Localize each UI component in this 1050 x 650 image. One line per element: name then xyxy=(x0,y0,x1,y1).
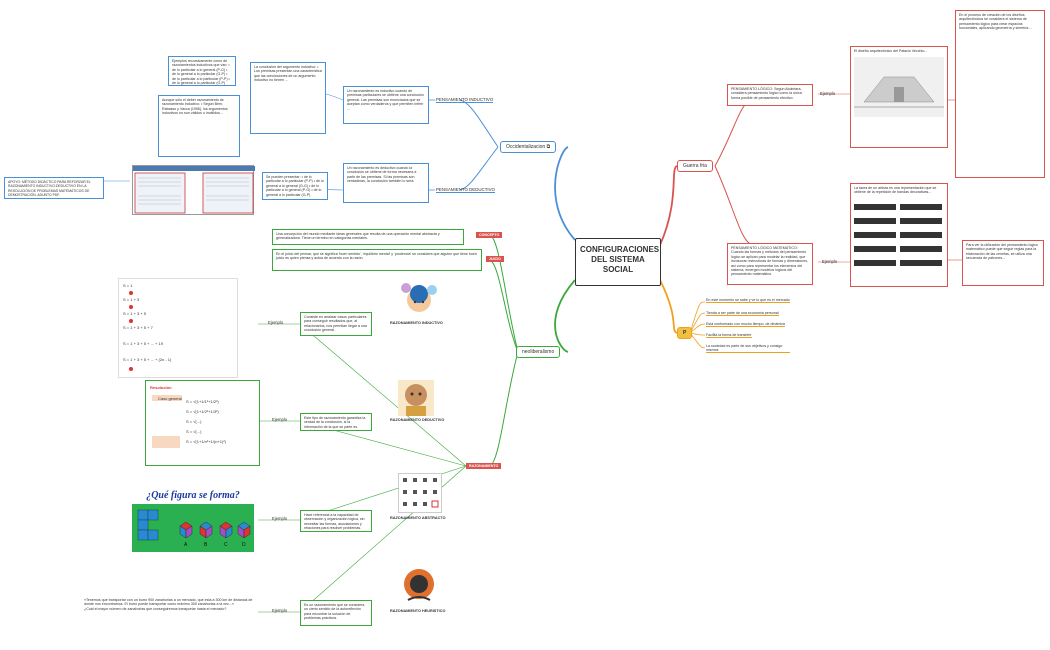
pensamiento-matematico-box[interactable]: PENSAMIENTO LÓGICO MATEMÁTICO: Cuando la… xyxy=(727,243,813,285)
svg-text:S = 1 + 3 + 5 + ... + (2n - 1): S = 1 + 3 + 5 + ... + (2n - 1) xyxy=(123,357,172,362)
svg-text:S = 1 + 3 + 5: S = 1 + 3 + 5 xyxy=(123,311,147,316)
inductivo-text-box[interactable]: Consiste en analizar casos particulares … xyxy=(300,312,372,336)
tag-juicio[interactable]: JUICIO xyxy=(486,256,504,262)
ejemplo-deductivo-label: Ejemplo xyxy=(272,417,288,422)
concepto-box[interactable]: Una concepción del mundo mediante ideas … xyxy=(272,229,464,245)
heuristico-text-box[interactable]: Es un razonamiento que se considera un c… xyxy=(300,600,372,626)
deductivo-example-image: Resolución Caso general S = √(1+1/1²+1/2… xyxy=(145,380,260,466)
label-pensamiento-deductivo[interactable]: PENSAMIENTO DEDUCTIVO xyxy=(436,187,495,193)
svg-text:S = 1 + 3: S = 1 + 3 xyxy=(123,297,140,302)
occ-inductivo-def-box[interactable]: Aunque sólo el deber razonamiento de raz… xyxy=(158,95,240,157)
link-icon: ⧉ xyxy=(546,144,551,150)
abstracto-illustration xyxy=(398,473,442,513)
svg-text:S = √(1+1/n²+1/(n+1)²): S = √(1+1/n²+1/(n+1)²) xyxy=(186,439,227,444)
svg-text:S = 1 + 3 + 5 + ... + 19: S = 1 + 3 + 5 + ... + 19 xyxy=(123,341,164,346)
pensamiento-logico-box[interactable]: PENSAMIENTO LÓGICO: Según Alcántara, con… xyxy=(727,84,813,106)
table-image xyxy=(132,165,255,215)
occ-inductivo-main-box[interactable]: Un razonamiento es inductivo cuando de p… xyxy=(343,86,429,124)
heuristico-title: RAZONAMIENTO HEURISTICO xyxy=(390,609,446,613)
abstracto-text-box[interactable]: Hace referencia a la capacidad de observ… xyxy=(300,510,372,532)
tag-razonamiento[interactable]: RAZONAMIENTO xyxy=(466,463,502,469)
abstracto-title: RAZONAMIENTO ABSTRACTO xyxy=(390,516,446,520)
figura-image: ¿Qué figura se forma? A B C D xyxy=(132,486,254,552)
architecture-example[interactable]: El diseño arquitectónico del Palacio Vec… xyxy=(850,46,948,148)
svg-text:B: B xyxy=(204,542,208,548)
guerra-right-text-2[interactable]: Para ver la utilización del pensamiento … xyxy=(962,240,1044,286)
p-item-3[interactable]: Está conformado con mucho tiempo, de din… xyxy=(706,322,785,327)
p-item-5[interactable]: La sociedad es parte de sus objetivos y … xyxy=(706,344,790,353)
branch-occidentalizacion[interactable]: Occidentalizacion ⧉ xyxy=(500,141,557,153)
svg-text:S = √(1+1/2²+1/3²): S = √(1+1/2²+1/3²) xyxy=(186,409,219,414)
svg-text:Resolución: Resolución xyxy=(150,385,172,390)
occ-examples-box[interactable]: Ejemplos recursivamente como de razonami… xyxy=(168,56,236,86)
juicio-box[interactable]: En el juicio del pensar, que se signific… xyxy=(272,249,482,271)
branch-p[interactable]: P xyxy=(677,327,693,339)
central-topic[interactable]: CONFIGURACIONES DEL SISTEMA SOCIAL xyxy=(575,238,661,286)
label-pensamiento-inductivo[interactable]: PENSAMIENTO INDUCTIVO xyxy=(436,97,494,103)
p-item-1[interactable]: En este momento se sabe y ve lo que es e… xyxy=(706,298,790,303)
cenefas-example[interactable]: La tarea de un artista es una representa… xyxy=(850,183,948,287)
svg-text:Caso general: Caso general xyxy=(158,396,182,401)
central-topic-title: CONFIGURACIONES DEL SISTEMA SOCIAL xyxy=(580,245,660,274)
ejemplo-abstracto-label: Ejemplo xyxy=(272,516,288,521)
figura-title: ¿Qué figura se forma? xyxy=(146,490,240,501)
p-item-2[interactable]: Tienda a ser parte de una economía perso… xyxy=(706,311,779,316)
guerra-right-text-1[interactable]: En el proceso de creación de los diseños… xyxy=(955,10,1045,178)
p-item-4[interactable]: Facilita la forma de transferir xyxy=(706,333,752,338)
inductivo-title: RAZONAMIENTO INDUCTIVO xyxy=(390,321,443,325)
branch-guerra-fria[interactable]: Guerra fria xyxy=(677,160,713,172)
left-note[interactable]: APOYO: MÉTODO DIDÁCTICO PARA REFORZAR EL… xyxy=(4,177,104,199)
svg-text:S = √(...): S = √(...) xyxy=(186,419,202,424)
deductivo-text-box[interactable]: Este tipo de razonamiento garantiza la v… xyxy=(300,413,372,431)
occ-deductivo-list-box[interactable]: Se pueden presentar: • de lo particular … xyxy=(262,172,328,200)
svg-text:C: C xyxy=(224,542,228,548)
ejemplo-heuristico-label: Ejemplo xyxy=(272,608,288,613)
svg-text:S = √(1+1/1²+1/2²): S = √(1+1/1²+1/2²) xyxy=(186,399,219,404)
branch-neoliberalismo[interactable]: neoliberalismo xyxy=(516,346,561,358)
svg-text:A: A xyxy=(184,542,188,548)
svg-text:S = √(...): S = √(...) xyxy=(186,429,202,434)
occ-deductivo-main-box[interactable]: Un razonamiento es deductivo cuando la c… xyxy=(343,163,429,203)
deductivo-title: RAZONAMIENTO DEDUCTIVO xyxy=(390,418,445,422)
inductivo-example-image: S = 1 S = 1 + 3 S = 1 + 3 + 5 S = 1 + 3 + 5… xyxy=(118,278,238,378)
svg-text:D: D xyxy=(242,542,246,548)
heuristico-illustration xyxy=(402,566,436,606)
ejemplo-inductivo-label: Ejemplo xyxy=(268,320,284,325)
guerra-ejemplo-2: Ejemplo xyxy=(822,259,838,264)
occ-conclusion-box[interactable]: La conclusión del argumento inductivo: •… xyxy=(250,62,326,134)
guerra-ejemplo-1: Ejemplo xyxy=(820,91,836,96)
problem-box[interactable]: «Tenemos que transportar con un burro 90… xyxy=(80,595,258,629)
inductivo-illustration xyxy=(398,280,440,320)
deductivo-illustration xyxy=(398,380,434,416)
tag-concepto[interactable]: CONCEPTO xyxy=(476,232,503,238)
svg-text:S = 1: S = 1 xyxy=(123,283,133,288)
svg-text:S = 1 + 3 + 5 + 7: S = 1 + 3 + 5 + 7 xyxy=(123,325,154,330)
